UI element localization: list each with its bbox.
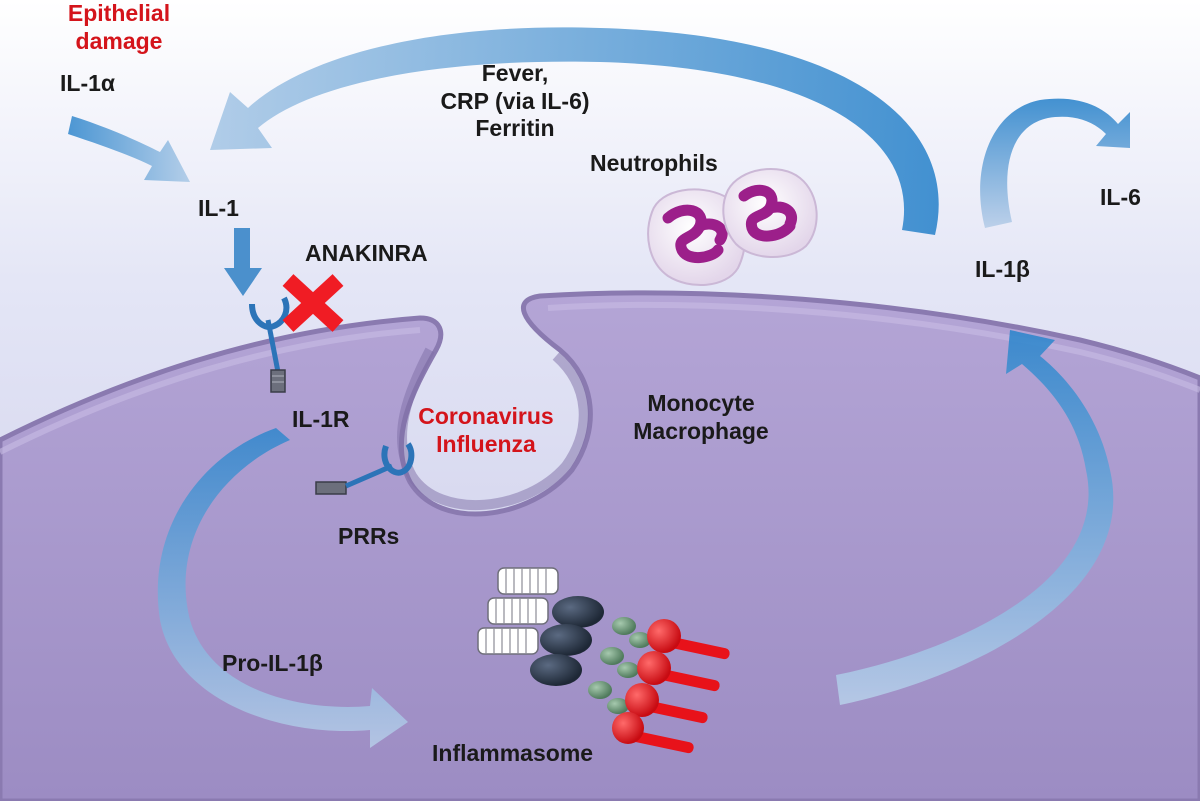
pocket-shadow [397,347,589,511]
arrow-receptor-to-proil1b [157,428,408,748]
red-x-icon [282,274,344,332]
epithelial-damage-line1: Epithelial [67,0,171,26]
neutrophils-label: Neutrophils [590,150,718,176]
coronavirus-line: Coronavirus [418,403,554,429]
influenza-line: Influenza [436,430,536,457]
macrophage-line: Macrophage [633,417,769,444]
inflammasome-label: Inflammasome [432,740,594,766]
inflammasome-icon [477,567,730,754]
cell-membrane-highlight [0,301,1200,455]
il1-beta-label: IL-1β [975,256,1030,282]
ferritin-line: Ferritin [475,115,555,142]
feedback-arrow-il1 [210,27,939,235]
il1-alpha-label: IL-1α [60,70,116,96]
arrow-inflammasome-to-il1b [836,330,1114,705]
pro-il1-beta-label: Pro-IL-1β [222,650,323,676]
prr-receptor-icon [315,442,415,495]
arrow-to-il6 [980,98,1130,228]
il1r-label: IL-1R [292,406,350,432]
epithelial-damage-line2: damage [75,27,163,54]
virus-label: Coronavirus Influenza [406,403,566,458]
caspase-1-icon [612,619,730,754]
il6-label: IL-6 [1100,184,1141,210]
il1-receptor-icon [249,296,290,393]
epithelial-damage-label: Epithelial damage [44,0,194,55]
crp-line: CRP (via IL-6) [440,87,590,114]
anakinra-label: ANAKINRA [305,240,428,266]
monocyte-macrophage-label: Monocyte Macrophage [616,390,786,445]
inflammasome-lrr-coils [477,567,559,655]
fever-line: Fever, [481,60,549,86]
neutrophil-icon [722,167,818,258]
monocyte-line: Monocyte [647,390,755,416]
arrow-il1a-to-il1 [68,116,190,182]
prrs-label: PRRs [338,523,400,549]
arrow-il1-to-receptor [224,228,262,296]
fever-crp-ferritin-label: Fever, CRP (via IL-6) Ferritin [405,60,625,143]
neutrophil-icon [647,188,747,286]
il1-label: IL-1 [198,195,239,221]
